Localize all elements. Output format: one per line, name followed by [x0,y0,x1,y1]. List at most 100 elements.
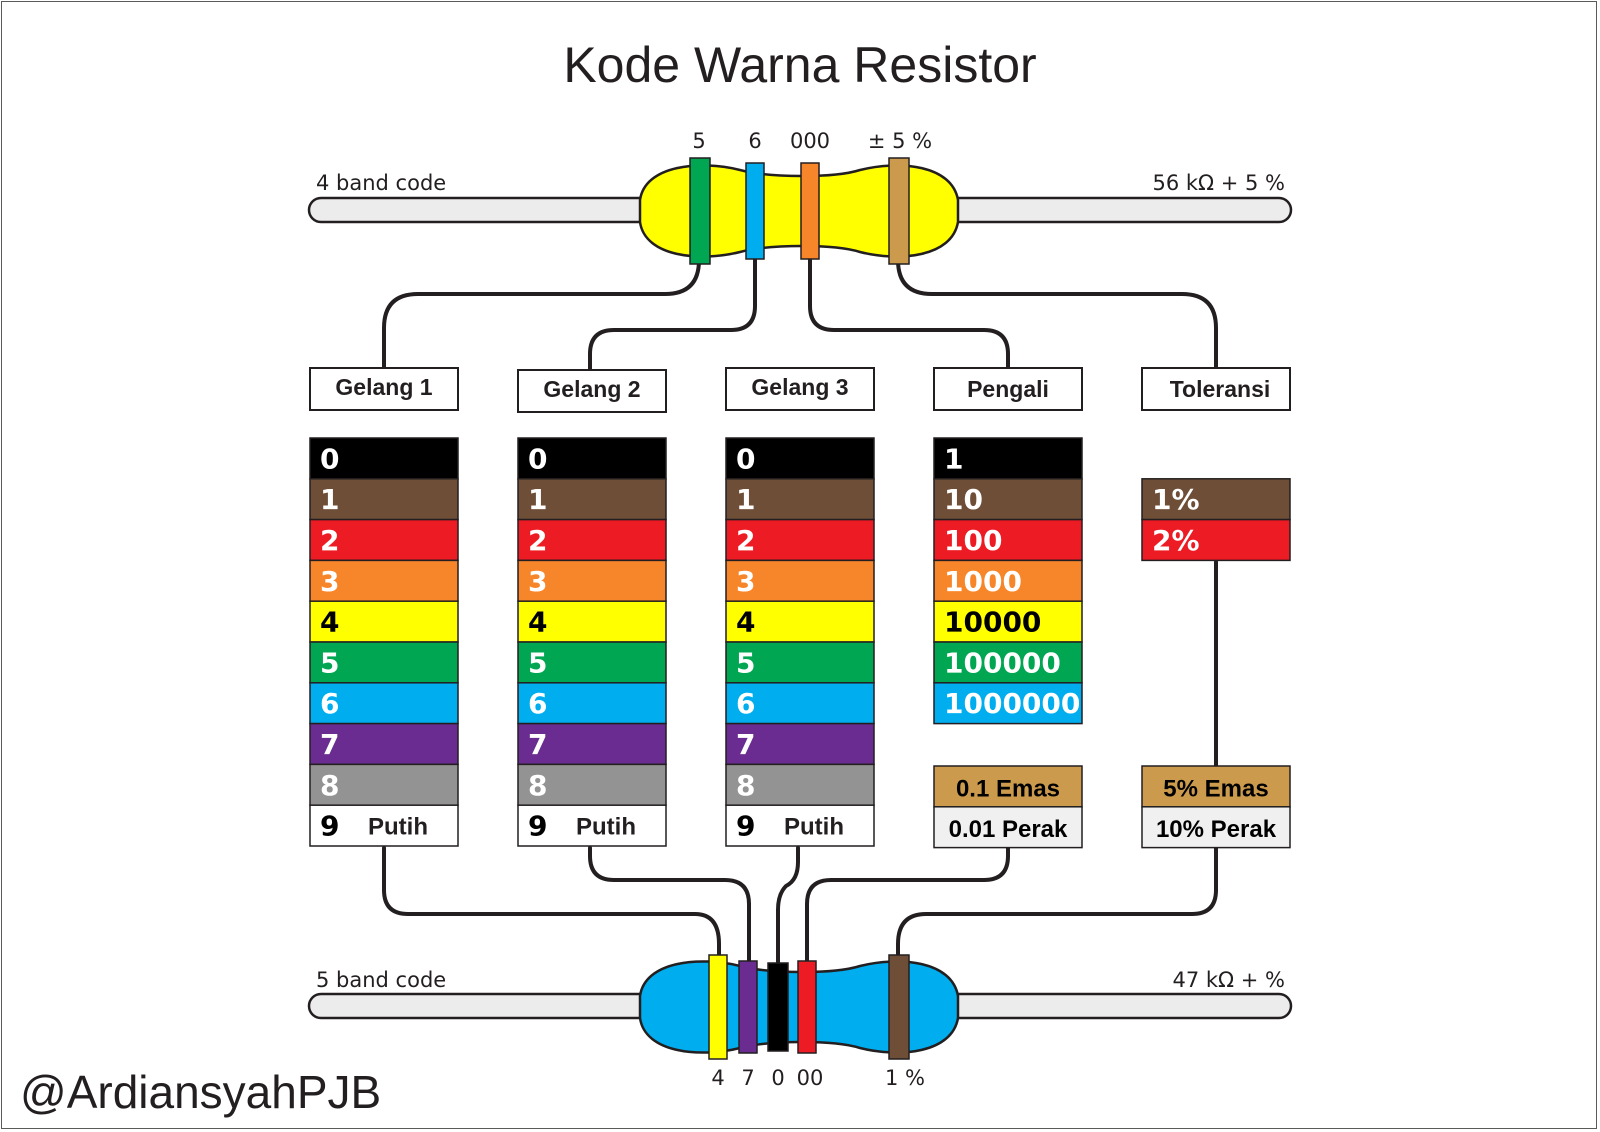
pengali-100-label: 100 [944,524,1002,557]
gelang-3-white-name: Putih [784,814,844,841]
gelang-1-digit-3-label: 3 [320,565,339,598]
toleransi-perak-label: 10% Perak [1156,816,1277,843]
gelang-1-digit-8-label: 8 [320,769,339,802]
gelang-2-digit-3-label: 3 [528,565,547,598]
gelang-3-digit-5-label: 5 [736,646,755,679]
gelang-2-digit-2-swatch [517,518,667,562]
bottom-label-band2: 7 [741,1066,754,1090]
author-credit: @ArdiansyahPJB [20,1066,381,1118]
band-4b-4 [888,157,910,265]
gelang-1-digit-1-swatch [309,478,459,521]
band-5b-5 [888,954,910,1060]
toleransi-perak-swatch [1141,806,1291,849]
wire-col1-bottom [382,846,721,958]
pengali-100000-label: 100000 [944,646,1061,679]
wire-band4-top [896,258,1218,371]
gelang-3-digit-1-label: 1 [736,483,755,516]
band-5b-4 [797,960,817,1054]
header-toleransi: Toleransi [1170,376,1271,402]
top-wires [382,250,1218,371]
gelang-1-digit-4-label: 4 [320,606,339,639]
bottom-label-band5: 1 % [885,1066,925,1090]
gelang-1-digit-1-label: 1 [320,483,339,516]
gelang-2-digit-4-label: 4 [528,606,547,639]
gelang-1-digit-5-label: 5 [320,646,339,679]
wire-band1-top [382,258,701,371]
gelang-3-digit-0-swatch [725,437,875,480]
resistor-5band: 5 band code 47 kΩ + % 4 7 0 00 1 % [307,954,1293,1090]
band-5b-1 [708,954,728,1060]
pengali-emas-swatch [933,765,1083,808]
pengali-perak-label: 0.01 Perak [949,816,1068,843]
gelang-1-digit-0-swatch [309,437,459,480]
pengali-1000-label: 1000 [944,565,1022,598]
gelang-3-digit-3-swatch [725,559,875,602]
gelang-1-digit-9-label: 9 [320,810,339,843]
gelang-2-digit-3-swatch [517,559,667,602]
gelang-2-digit-0-label: 0 [528,442,547,475]
gelang-3-digit-8-label: 8 [736,769,755,802]
top-label-band1: 5 [692,129,705,153]
gelang-1-white-name: Putih [368,814,428,841]
gelang-3-digit-7-swatch [725,722,875,766]
value-5band: 47 kΩ + % [1172,968,1285,992]
gelang-2-digit-9-swatch [517,804,667,847]
bottom-wires [382,560,1218,964]
gelang-1-digit-7-label: 7 [320,728,339,761]
gelang-3-digit-1-swatch [725,478,875,521]
pengali-10-label: 10 [944,483,983,516]
gelang-3-digit-0-label: 0 [736,442,755,475]
gelang-1-digit-4-swatch [309,600,459,643]
toleransi-emas-swatch [1141,765,1291,808]
gelang-3-digit-4-label: 4 [736,606,755,639]
gelang-2-digit-4-swatch [517,600,667,643]
header-box-pengali [933,367,1083,411]
gelang-1-digit-9-swatch [309,804,459,847]
gelang-2-digit-6-label: 6 [528,687,547,720]
gelang-3-digit-6-label: 6 [736,687,755,720]
pengali-emas-label: 0.1 Emas [956,775,1060,802]
resistor-4band: 4 band code 56 kΩ + 5 % 5 6 000 ± 5 % [307,129,1293,265]
gelang-1-digit-2-label: 2 [320,524,339,557]
toleransi-2pct-label: 2% [1152,524,1200,557]
band-4b-3 [800,162,820,260]
gelang-2-digit-0-swatch [517,437,667,480]
gelang-2-digit-5-swatch [517,641,667,684]
wire-band3-top [808,250,1010,371]
gelang-1-digit-5-swatch [309,641,459,684]
wire-col3-bottom [776,846,800,964]
gelang-1-digit-6-label: 6 [320,687,339,720]
header-box-gelang-2 [517,369,667,413]
toleransi-1pct-label: 1% [1152,483,1200,516]
gelang-2-digit-1-label: 1 [528,483,547,516]
gelang-1-digit-3-swatch [309,559,459,602]
gelang-3-digit-2-label: 2 [736,524,755,557]
header-box-gelang-3 [725,367,875,411]
wire-col2-bottom [588,846,751,964]
gelang-2-digit-1-swatch [517,478,667,521]
gelang-2-digit-9-label: 9 [528,810,547,843]
value-4band: 56 kΩ + 5 % [1152,171,1285,195]
column-headers: Gelang 1 Gelang 2 Gelang 3 Pengali Toler… [309,367,1291,413]
header-box-gelang-1 [309,367,459,411]
gelang-2-digit-8-swatch [517,763,667,806]
band-5b-3 [767,962,789,1052]
label-5band: 5 band code [316,968,446,992]
gelang-3-digit-3-label: 3 [736,565,755,598]
gelang-1-digit-8-swatch [309,763,459,806]
toleransi-2pct-swatch [1141,518,1291,562]
pengali-1000-swatch [933,559,1083,602]
wire-band2-top [588,252,757,371]
gelang-3-digit-9-label: 9 [736,810,755,843]
band-5b-2 [738,960,758,1054]
gelang-2-digit-6-swatch [517,682,667,725]
bottom-label-band4: 00 [797,1066,824,1090]
wire-col4-bottom [805,846,1010,964]
pengali-10-swatch [933,478,1083,521]
header-box-toleransi [1141,367,1291,411]
pengali-1000000-swatch [933,682,1083,725]
bottom-label-band3: 0 [771,1066,784,1090]
